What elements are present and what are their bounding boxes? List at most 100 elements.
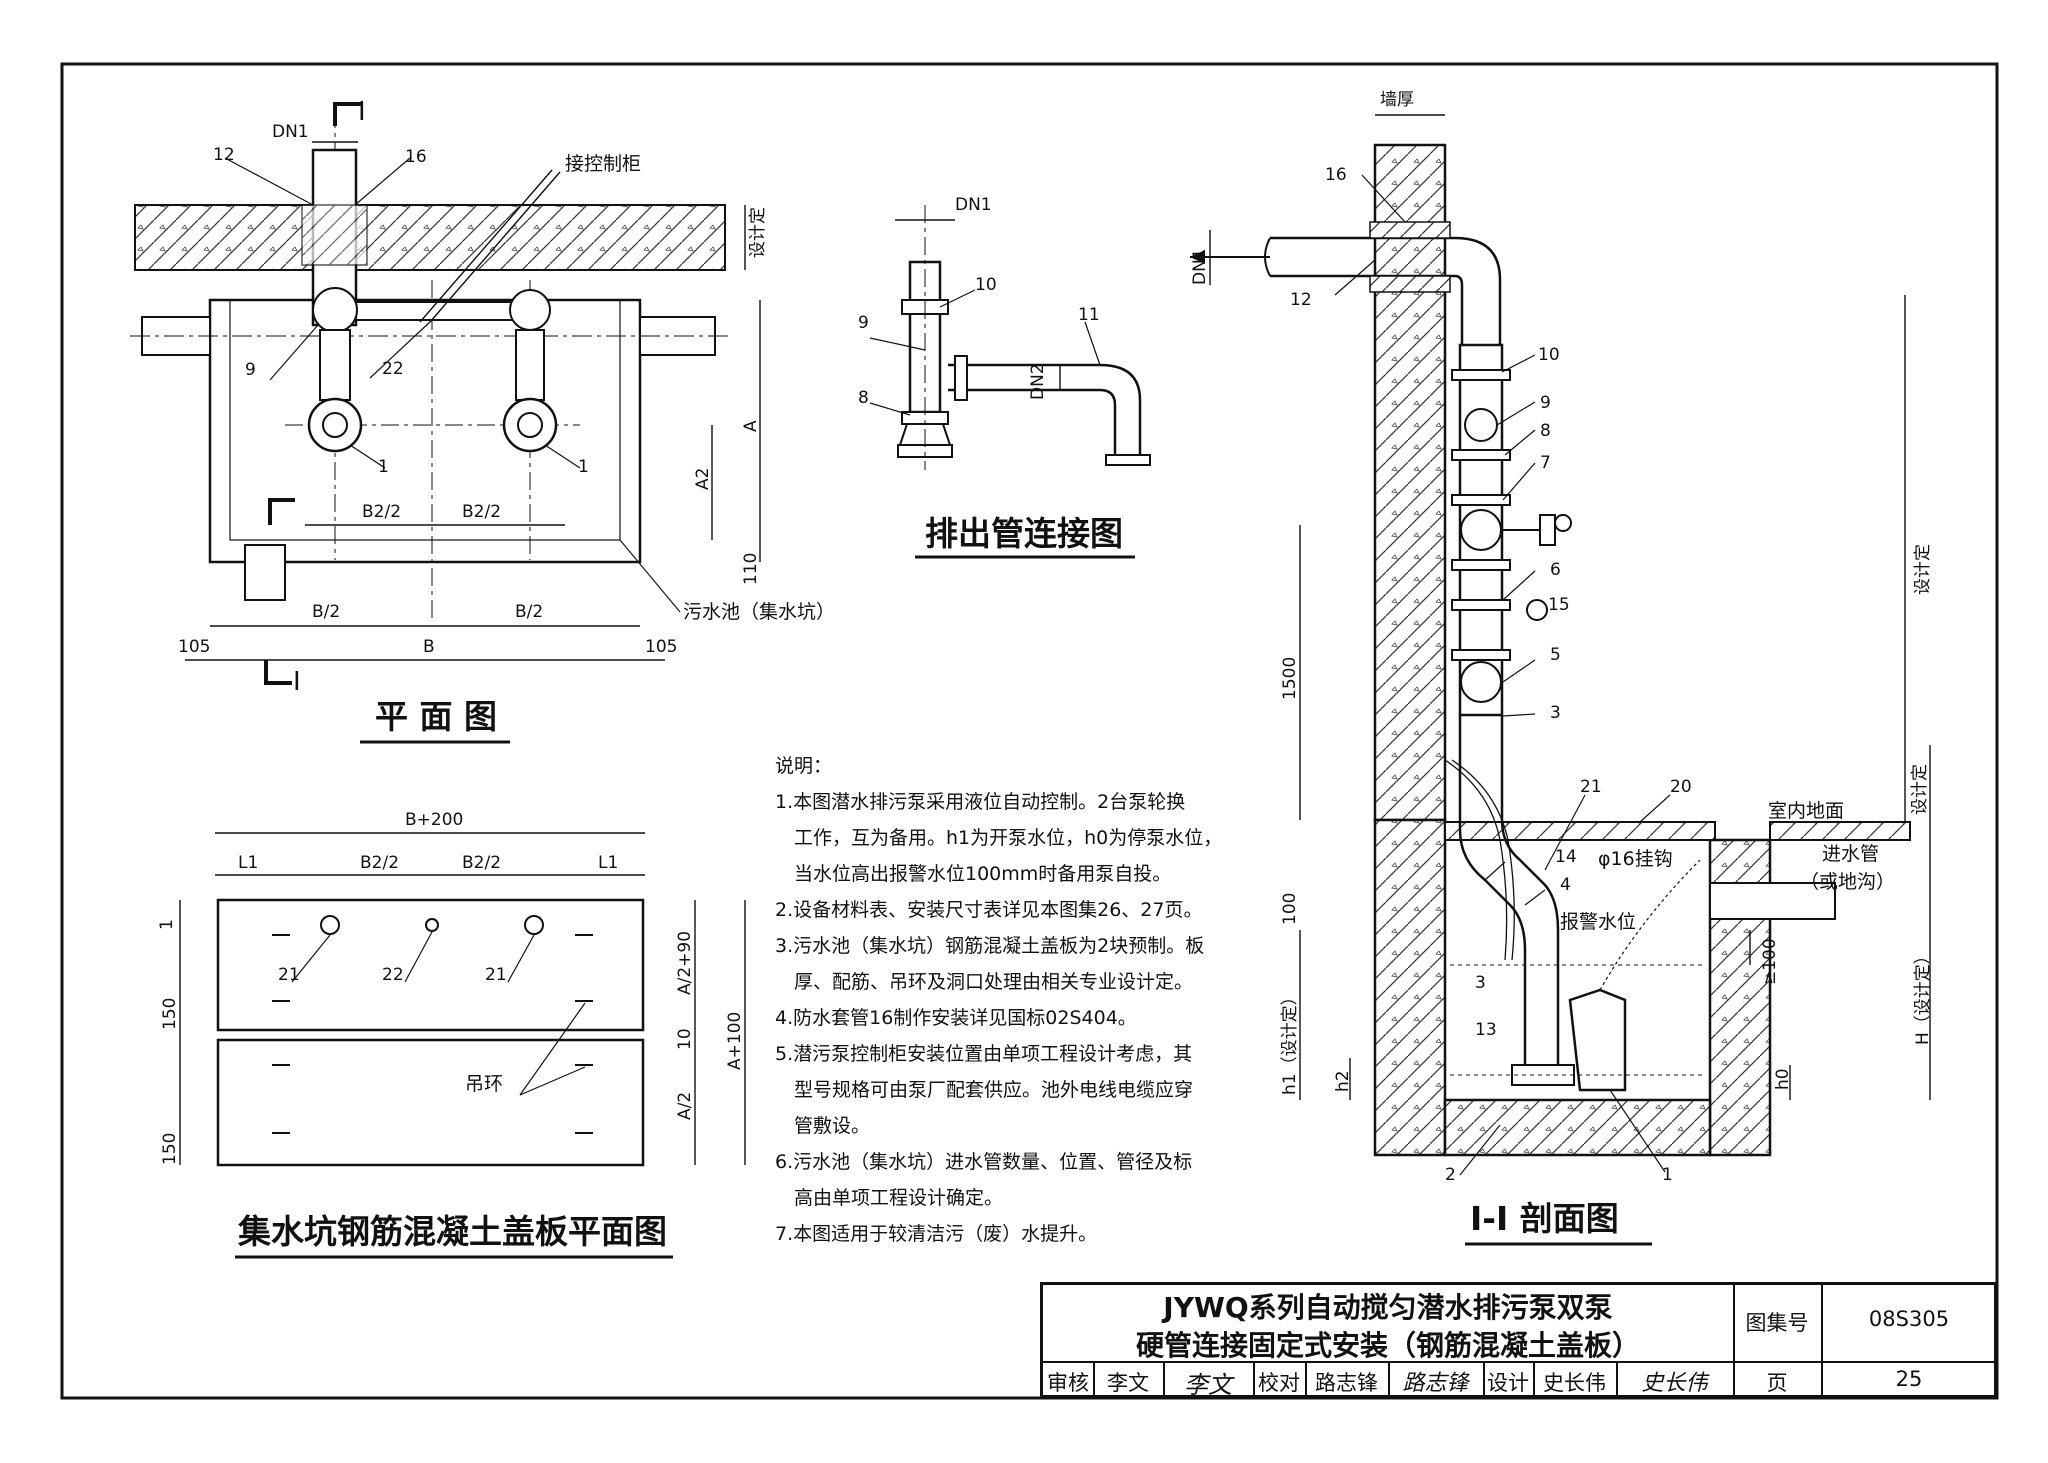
section-label-20: 20 [1670,777,1692,797]
section-inlet1: 进水管 [1822,843,1879,865]
cover-view: B+200 L1 B2/2 B2/2 L1 21 22 21 1 150 150… [157,810,746,1259]
title-line1: JYWQ系列自动搅匀潜水排污泵双泵 [1163,1291,1613,1324]
page-label: 页 [1766,1371,1788,1395]
design-label: 设计 [1487,1371,1529,1395]
note-line: 当水位高出报警水位100mm时备用泵自投。 [775,863,1172,885]
cover-dim-a2: A/2 [675,1092,695,1120]
plan-dim-b2-2b: B2/2 [462,502,501,522]
plan-label-22: 22 [382,359,404,379]
plan-dim-a2: A2 [693,468,713,490]
note-line: 5.潜污泵控制柜安装位置由单项工程设计考虑，其 [775,1043,1193,1065]
section-h0: h0 [1773,1068,1793,1090]
note-line: 厚、配筋、吊环及洞口处理由相关专业设计定。 [775,971,1194,993]
section-inlet2: （或地沟） [1800,871,1895,893]
plan-pit-label: 污水池（集水坑） [683,601,835,623]
section-label-1: 1 [1662,1165,1673,1185]
plan-design-set: 设计定 [748,207,768,258]
review-label: 审核 [1047,1371,1089,1395]
plan-label-12: 12 [213,145,235,165]
discharge-label-11: 11 [1078,305,1100,325]
discharge-dn1: DN1 [955,195,992,215]
section-label-4: 4 [1560,875,1571,895]
discharge-dn2: DN2 [1028,363,1048,400]
section-label-12: 12 [1290,290,1312,310]
reviewer-signature: 李文 [1184,1371,1232,1399]
drawing-title: JYWQ系列自动搅匀潜水排污泵双泵 硬管连接固定式安装（钢筋混凝土盖板） [1043,1289,1733,1365]
note-line: 工作，互为备用。h1为开泵水位，h0为停泵水位， [775,827,1223,849]
section-label-5: 5 [1550,645,1561,665]
cover-dim-1: 1 [157,919,177,930]
plan-pit [208,298,642,564]
plan-section-mark-top: I [358,97,366,127]
plan-section-mark-bottom: I [293,667,301,697]
section-label-13: 13 [1475,1020,1497,1040]
discharge-label-9: 9 [858,313,869,333]
plan-view: I I DN1 12 16 接控制柜 设计定 9 22 1 1 A A2 B2/… [130,97,835,744]
plan-dim-b-2b: B/2 [515,602,543,622]
section-label-15: 15 [1548,595,1570,615]
section-floor: 室内地面 [1768,800,1844,822]
cover-label-21b: 21 [485,965,507,985]
plan-label-1b: 1 [578,457,589,477]
section-view: 墙厚 16 DN1 12 10 9 8 7 6 15 5 3 1500 设计定 … [1190,90,1933,1246]
discharge-label-8: 8 [858,388,869,408]
note-line: 型号规格可由泵厂配套供应。池外电线电缆应穿 [775,1079,1194,1101]
cover-dim-150a: 150 [160,998,180,1030]
plan-dim-b: B [423,637,435,657]
section-dn1: DN1 [1190,248,1210,285]
cover-plate-bottom [216,1038,645,1167]
cover-ring-label: 吊环 [465,1073,503,1095]
plan-dim-105a: 105 [178,637,210,657]
cover-dim-b200: B+200 [405,810,463,830]
section-label-3: 3 [1550,703,1561,723]
note-line: 6.污水池（集水坑）进水管数量、位置、管径及标 [775,1151,1193,1173]
plan-pump-left [307,397,363,453]
notes-heading: 说明： [775,755,833,777]
plan-header-pipe [355,301,537,321]
checker-name: 路志锋 [1315,1371,1378,1395]
section-h2: h2 [1333,1070,1353,1092]
plan-title: 平 面 图 [375,697,497,736]
note-line: 7.本图适用于较清洁污（废）水提升。 [775,1223,1098,1245]
section-label-14: 14 [1555,847,1577,867]
section-design-set: 设计定 [1913,544,1933,595]
plan-dim-b2-2a: B2/2 [362,502,401,522]
discharge-view: DN1 DN2 8 9 10 11 排出管连接图 [858,195,1151,559]
note-line: 高由单项工程设计确定。 [775,1187,1004,1209]
section-dim-100: 100 [1280,893,1300,925]
check-label: 校对 [1258,1371,1300,1395]
cover-dim-a100: A+100 [725,1012,745,1070]
discharge-label-10: 10 [975,275,997,295]
cover-dim-l1b: L1 [598,853,618,873]
cover-dim-b2-2a: B2/2 [360,853,399,873]
reviewer-name: 李文 [1107,1371,1149,1395]
plan-label-9: 9 [245,360,256,380]
section-label-10: 10 [1538,345,1560,365]
section-label-7: 7 [1540,453,1551,473]
section-label-9: 9 [1540,393,1551,413]
cover-title: 集水坑钢筋混凝土盖板平面图 [237,1212,667,1251]
discharge-title: 排出管连接图 [925,514,1123,553]
plan-dn1: DN1 [272,122,309,142]
cover-dim-150b: 150 [160,1133,180,1165]
sheet-border [60,62,1999,1400]
note-line: 4.防水套管16制作安装详见国标02S404。 [775,1007,1137,1029]
section-label-6: 6 [1550,560,1561,580]
section-label-21: 21 [1580,777,1602,797]
section-title: I-I 剖面图 [1470,1199,1619,1238]
section-design-set2: 设计定 [1910,764,1930,815]
section-inlet-pipe [1709,882,1836,920]
plan-dim-a: A [741,420,761,432]
note-line: 3.污水池（集水坑）钢筋混凝土盖板为2块预制。板 [775,935,1205,957]
section-alarm-level: 报警水位 [1560,911,1636,933]
section-label-2: 2 [1445,1165,1456,1185]
section-hook: φ16挂钩 [1598,848,1673,870]
cover-dim-l1a: L1 [238,853,258,873]
title-line2: 硬管连接固定式安装（钢筋混凝土盖板） [1135,1329,1640,1362]
section-h-design: H（设计定） [1913,947,1933,1045]
atlas-number: 08S305 [1868,1307,1950,1331]
checker-signature: 路志锋 [1402,1371,1469,1396]
plan-dim-105b: 105 [645,637,677,657]
section-label-3b: 3 [1475,973,1486,993]
section-label-16: 16 [1325,165,1347,185]
